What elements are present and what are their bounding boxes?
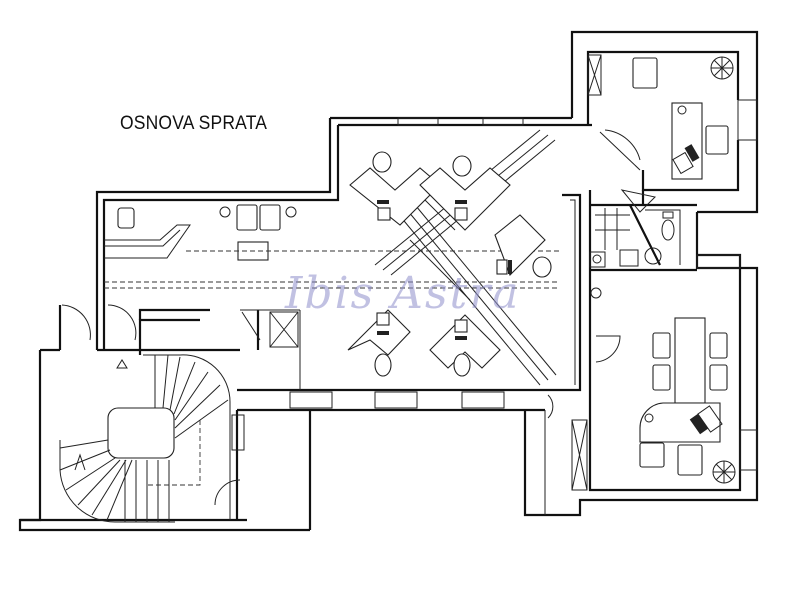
reception-area bbox=[104, 204, 560, 289]
meeting-office-furniture bbox=[590, 287, 736, 484]
office-furniture bbox=[632, 56, 734, 180]
plant-icon-meeting bbox=[712, 460, 736, 484]
doors bbox=[61, 129, 641, 506]
drawing-title: OSNOVA SPRATA bbox=[120, 113, 268, 134]
kitchenette-fixtures bbox=[589, 189, 675, 268]
watermark: Ibis Astra bbox=[285, 268, 521, 319]
staircase bbox=[59, 318, 245, 523]
workstations bbox=[347, 151, 552, 377]
plant-icon bbox=[710, 56, 734, 80]
exterior-walls bbox=[18, 30, 759, 532]
interior-walls bbox=[97, 190, 697, 515]
